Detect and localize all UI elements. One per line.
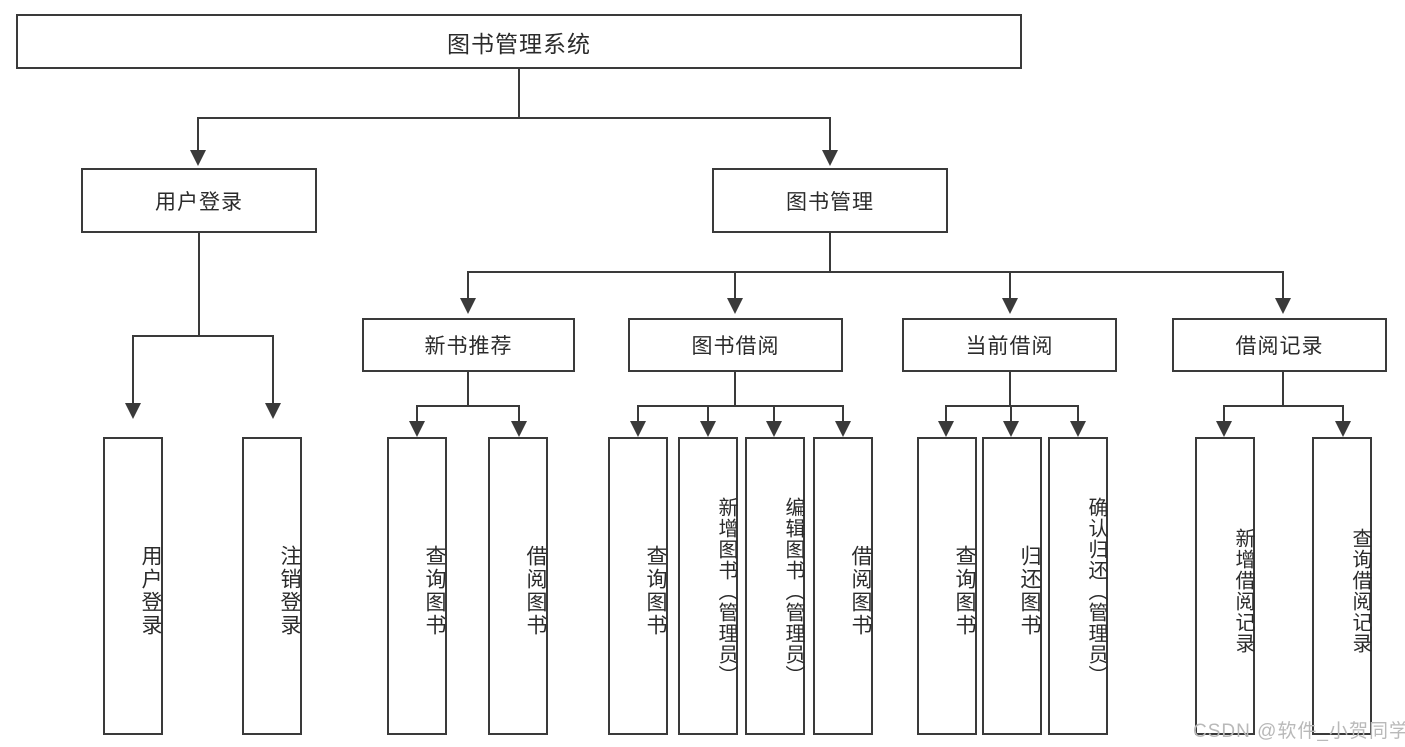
node-root[interactable]: 图书管理系统	[16, 14, 1022, 69]
connector-user-login-bus	[132, 335, 274, 337]
node-leaf-return-book-label: 归还图书	[1018, 545, 1041, 637]
node-root-label: 图书管理系统	[447, 30, 591, 57]
connector-book-borrow-drop-2	[707, 405, 709, 421]
connector-new-book-stem	[467, 372, 469, 406]
arrow-to-book-manage	[822, 150, 838, 166]
node-book-borrow-label: 图书借阅	[691, 335, 780, 358]
connector-new-book-drop-2	[518, 405, 520, 421]
connector-new-book-drop-1	[416, 405, 418, 421]
connector-book-borrow-drop-3	[773, 405, 775, 421]
connector-root-bus	[198, 117, 830, 119]
connector-root-stem	[518, 69, 520, 118]
node-leaf-query-record[interactable]: 查询借阅记录	[1312, 437, 1372, 735]
connector-borrow-record-drop-2	[1342, 405, 1344, 421]
node-book-manage[interactable]: 图书管理	[712, 168, 948, 233]
node-leaf-query-book-1-label: 查询图书	[423, 545, 446, 637]
connector-borrow-record-drop-1	[1223, 405, 1225, 421]
node-leaf-logout-label: 注销登录	[278, 545, 301, 637]
connector-book-borrow-drop-1	[637, 405, 639, 421]
node-leaf-add-book[interactable]: 新增图书（管理员）	[678, 437, 738, 735]
arrow-to-book-borrow	[727, 298, 743, 314]
node-leaf-borrow-book-1[interactable]: 借阅图书	[488, 437, 548, 735]
arrow-to-leaf-edit-book	[766, 421, 782, 437]
node-leaf-return-book[interactable]: 归还图书	[982, 437, 1042, 735]
node-new-book-recommend[interactable]: 新书推荐	[362, 318, 575, 372]
node-leaf-add-book-label: 新增图书（管理员）	[715, 496, 737, 686]
arrow-to-current-borrow	[1002, 298, 1018, 314]
node-leaf-borrow-book-2-label: 借阅图书	[849, 545, 872, 637]
node-borrow-record-label: 借阅记录	[1235, 335, 1324, 358]
arrow-to-leaf-query-record	[1335, 421, 1351, 437]
arrow-to-borrow-record	[1275, 298, 1291, 314]
node-leaf-query-book-2[interactable]: 查询图书	[608, 437, 668, 735]
node-leaf-borrow-book-1-label: 借阅图书	[524, 545, 547, 637]
node-leaf-borrow-book-2[interactable]: 借阅图书	[813, 437, 873, 735]
connector-current-borrow-drop-3	[1077, 405, 1079, 421]
arrow-to-leaf-logout	[265, 403, 281, 419]
connector-new-book-bus	[416, 405, 520, 407]
connector-root-drop-left	[197, 117, 199, 150]
arrow-to-leaf-query-book-3	[938, 421, 954, 437]
node-user-login-label: 用户登录	[155, 190, 243, 214]
connector-book-borrow-drop-4	[842, 405, 844, 421]
node-leaf-edit-book-label: 编辑图书（管理员）	[782, 496, 804, 686]
node-leaf-query-book-1[interactable]: 查询图书	[387, 437, 447, 735]
connector-book-manage-drop-1	[467, 271, 469, 298]
node-leaf-add-record-label: 新增借阅记录	[1232, 528, 1254, 654]
arrow-to-leaf-borrow-book-1	[511, 421, 527, 437]
arrow-to-leaf-borrow-book-2	[835, 421, 851, 437]
node-borrow-record[interactable]: 借阅记录	[1172, 318, 1387, 372]
arrow-to-leaf-return-book	[1003, 421, 1019, 437]
arrow-to-leaf-query-book-1	[409, 421, 425, 437]
arrow-to-user-login	[190, 150, 206, 166]
node-leaf-query-book-2-label: 查询图书	[644, 545, 667, 637]
arrow-to-new-book-recommend	[460, 298, 476, 314]
node-current-borrow-label: 当前借阅	[965, 335, 1054, 358]
node-leaf-edit-book[interactable]: 编辑图书（管理员）	[745, 437, 805, 735]
node-book-borrow[interactable]: 图书借阅	[628, 318, 843, 372]
connector-book-borrow-bus	[637, 405, 843, 407]
node-user-login[interactable]: 用户登录	[81, 168, 317, 233]
node-new-book-recommend-label: 新书推荐	[424, 335, 513, 358]
connector-user-login-stem	[198, 233, 200, 336]
node-leaf-confirm-return[interactable]: 确认归还（管理员）	[1048, 437, 1108, 735]
arrow-to-leaf-add-record	[1216, 421, 1232, 437]
node-leaf-user-login[interactable]: 用户登录	[103, 437, 163, 735]
connector-current-borrow-drop-2	[1010, 405, 1012, 421]
connector-user-login-drop-1	[132, 335, 134, 403]
connector-current-borrow-stem	[1009, 372, 1011, 406]
arrow-to-leaf-confirm-return	[1070, 421, 1086, 437]
node-leaf-user-login-label: 用户登录	[139, 545, 162, 637]
connector-borrow-record-bus	[1223, 405, 1343, 407]
arrow-to-leaf-add-book	[700, 421, 716, 437]
node-leaf-query-book-3-label: 查询图书	[953, 545, 976, 637]
connector-book-manage-drop-4	[1282, 271, 1284, 298]
connector-book-manage-stem	[829, 233, 831, 272]
connector-book-borrow-stem	[734, 372, 736, 406]
node-leaf-logout[interactable]: 注销登录	[242, 437, 302, 735]
node-leaf-query-record-label: 查询借阅记录	[1349, 528, 1371, 654]
connector-root-drop-right	[829, 117, 831, 150]
node-leaf-add-record[interactable]: 新增借阅记录	[1195, 437, 1255, 735]
arrow-to-leaf-user-login	[125, 403, 141, 419]
csdn-watermark: CSDN @软件_小贺同学	[1193, 721, 1405, 742]
connector-user-login-drop-2	[272, 335, 274, 403]
connector-current-borrow-drop-1	[945, 405, 947, 421]
arrow-to-leaf-query-book-2	[630, 421, 646, 437]
node-leaf-query-book-3[interactable]: 查询图书	[917, 437, 977, 735]
node-book-manage-label: 图书管理	[786, 190, 874, 214]
connector-borrow-record-stem	[1282, 372, 1284, 406]
node-leaf-confirm-return-label: 确认归还（管理员）	[1085, 496, 1107, 686]
connector-book-manage-drop-2	[734, 271, 736, 298]
connector-book-manage-bus	[467, 271, 1284, 273]
connector-book-manage-drop-3	[1009, 271, 1011, 298]
node-current-borrow[interactable]: 当前借阅	[902, 318, 1117, 372]
